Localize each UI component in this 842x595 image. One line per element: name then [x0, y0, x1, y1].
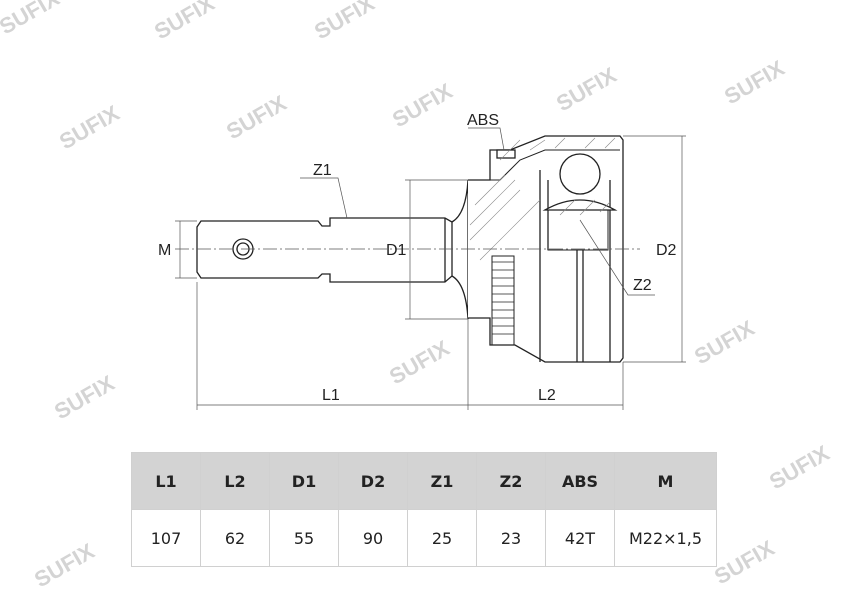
svg-text:SUFIX: SUFIX [710, 535, 779, 589]
svg-text:SUFIX: SUFIX [690, 315, 759, 369]
svg-text:SUFIX: SUFIX [50, 370, 119, 424]
value-z2: 23 [476, 509, 546, 567]
label-d1: D1 [386, 242, 407, 259]
value-l1: 107 [131, 509, 201, 567]
svg-text:SUFIX: SUFIX [150, 0, 219, 44]
header-abs: ABS [545, 452, 615, 510]
svg-text:SUFIX: SUFIX [552, 62, 621, 116]
table-header-row: L1 L2 D1 D2 Z1 Z2 ABS M [131, 452, 717, 510]
svg-text:SUFIX: SUFIX [55, 100, 124, 154]
label-z1: Z1 [313, 162, 332, 179]
svg-text:SUFIX: SUFIX [388, 78, 457, 132]
label-m: M [158, 242, 171, 259]
value-d2: 90 [338, 509, 408, 567]
specs-table: L1 L2 D1 D2 Z1 Z2 ABS M 107 62 55 90 25 … [131, 452, 717, 567]
label-d2: D2 [656, 242, 677, 259]
svg-text:SUFIX: SUFIX [720, 55, 789, 109]
dimension-labels: M Z1 ABS D1 D2 Z2 L1 L2 [158, 112, 677, 404]
svg-text:SUFIX: SUFIX [765, 440, 834, 494]
hatching [469, 137, 616, 261]
value-abs: 42T [545, 509, 615, 567]
table-row: 107 62 55 90 25 23 42T M22×1,5 [131, 509, 717, 567]
svg-text:SUFIX: SUFIX [222, 90, 291, 144]
value-z1: 25 [407, 509, 477, 567]
header-z1: Z1 [407, 452, 477, 510]
svg-text:SUFIX: SUFIX [385, 335, 454, 389]
label-l2: L2 [538, 387, 556, 404]
header-m: M [614, 452, 717, 510]
header-z2: Z2 [476, 452, 546, 510]
header-d1: D1 [269, 452, 339, 510]
svg-text:SUFIX: SUFIX [310, 0, 379, 44]
svg-text:SUFIX: SUFIX [30, 538, 99, 592]
value-m: M22×1,5 [614, 509, 717, 567]
header-d2: D2 [338, 452, 408, 510]
dimension-lines [175, 127, 686, 410]
label-l1: L1 [322, 387, 340, 404]
svg-text:SUFIX: SUFIX [0, 0, 64, 39]
label-abs: ABS [467, 112, 499, 129]
value-l2: 62 [200, 509, 270, 567]
header-l1: L1 [131, 452, 201, 510]
header-l2: L2 [200, 452, 270, 510]
value-d1: 55 [269, 509, 339, 567]
label-z2: Z2 [633, 277, 652, 294]
